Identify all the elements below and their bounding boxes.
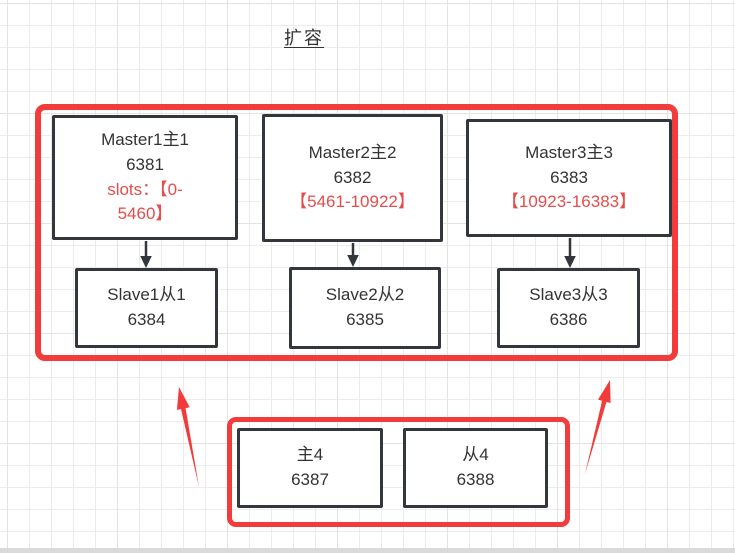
master2-node[interactable]: Master2主2 6382 【5461-10922】 bbox=[262, 114, 443, 242]
slave1-name: Slave1从1 bbox=[107, 285, 186, 305]
diagram-title[interactable]: 扩容 bbox=[284, 28, 324, 48]
master2-port: 6382 bbox=[333, 167, 372, 187]
slave2-name: Slave2从2 bbox=[325, 285, 405, 305]
new-slave4-node[interactable]: 从4 6388 bbox=[403, 428, 548, 508]
slave1-port: 6384 bbox=[127, 310, 166, 329]
slave3-name: Slave3从3 bbox=[529, 285, 608, 305]
cluster-frame[interactable] bbox=[35, 104, 678, 361]
scale-pointer-right-red-arrow-icon[interactable] bbox=[585, 380, 611, 474]
new-master4-name: 主4 bbox=[296, 445, 324, 465]
master3-slots: 【10923-16383】 bbox=[501, 192, 637, 212]
canvas-bottom-edge bbox=[0, 548, 735, 553]
slave3-node[interactable]: Slave3从3 6386 bbox=[497, 268, 640, 348]
new-slave4-name: 从4 bbox=[462, 445, 489, 465]
master1-slots-line2: 5460】 bbox=[117, 204, 173, 224]
master3-port: 6383 bbox=[550, 167, 588, 187]
new-nodes-frame[interactable] bbox=[227, 417, 570, 527]
scale-pointer-left-red-arrow-icon[interactable] bbox=[176, 387, 199, 487]
master1-slots-line1: slots：【0- bbox=[107, 179, 183, 199]
master2-slots: 【5461-10922】 bbox=[290, 192, 415, 212]
master1-port: 6381 bbox=[126, 154, 164, 174]
master1-node[interactable]: Master1主1 6381 slots：【0- 5460】 bbox=[52, 115, 238, 240]
slave2-port: 6385 bbox=[346, 310, 384, 329]
new-master4-port: 6387 bbox=[291, 470, 329, 489]
master2-name: Master2主2 bbox=[308, 143, 397, 163]
master3-node[interactable]: Master3主3 6383 【10923-16383】 bbox=[466, 119, 672, 237]
new-master4-node[interactable]: 主4 6387 bbox=[237, 428, 383, 508]
slave3-port: 6386 bbox=[549, 310, 588, 329]
new-slave4-port: 6388 bbox=[456, 470, 495, 489]
master3-name: Master3主3 bbox=[525, 143, 613, 163]
slave1-node[interactable]: Slave1从1 6384 bbox=[75, 268, 218, 348]
slave2-node[interactable]: Slave2从2 6385 bbox=[289, 267, 441, 349]
master1-name: Master1主1 bbox=[101, 130, 189, 150]
